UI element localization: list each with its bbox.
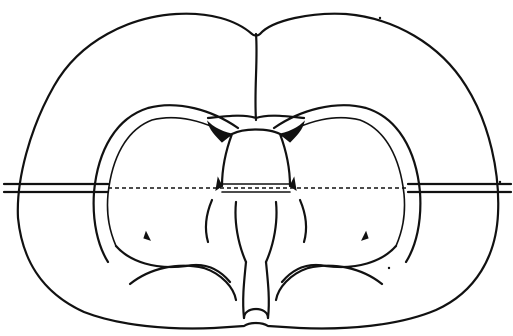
pituitary-bump	[244, 309, 268, 318]
right-cortex-inner-boundary-2	[282, 118, 405, 246]
central-lower-right	[266, 262, 269, 318]
speckle	[499, 181, 501, 183]
right-striatum-line	[300, 200, 306, 242]
septum-left	[222, 134, 232, 186]
left-striatum-line	[206, 200, 212, 242]
central-arch	[232, 130, 280, 135]
central-lower-left	[243, 262, 246, 318]
longitudinal-fissure	[255, 34, 256, 120]
speckle	[388, 267, 390, 269]
left-cortex-inner-boundary-2	[107, 118, 230, 246]
speckle	[379, 17, 381, 19]
left-lower-curve	[130, 266, 236, 300]
right-ventricle-dark	[280, 122, 304, 142]
outer-brain-outline	[18, 14, 498, 329]
right-lower-mark	[362, 232, 368, 240]
right-thalamus-line	[266, 202, 277, 262]
left-lower-mark	[144, 232, 150, 240]
left-ventricle-dark	[208, 122, 232, 142]
left-thalamus-line	[235, 202, 246, 262]
right-inner-curve	[282, 246, 396, 282]
left-inner-curve	[116, 246, 230, 282]
septum-right	[280, 134, 290, 186]
right-lower-curve	[276, 266, 382, 300]
